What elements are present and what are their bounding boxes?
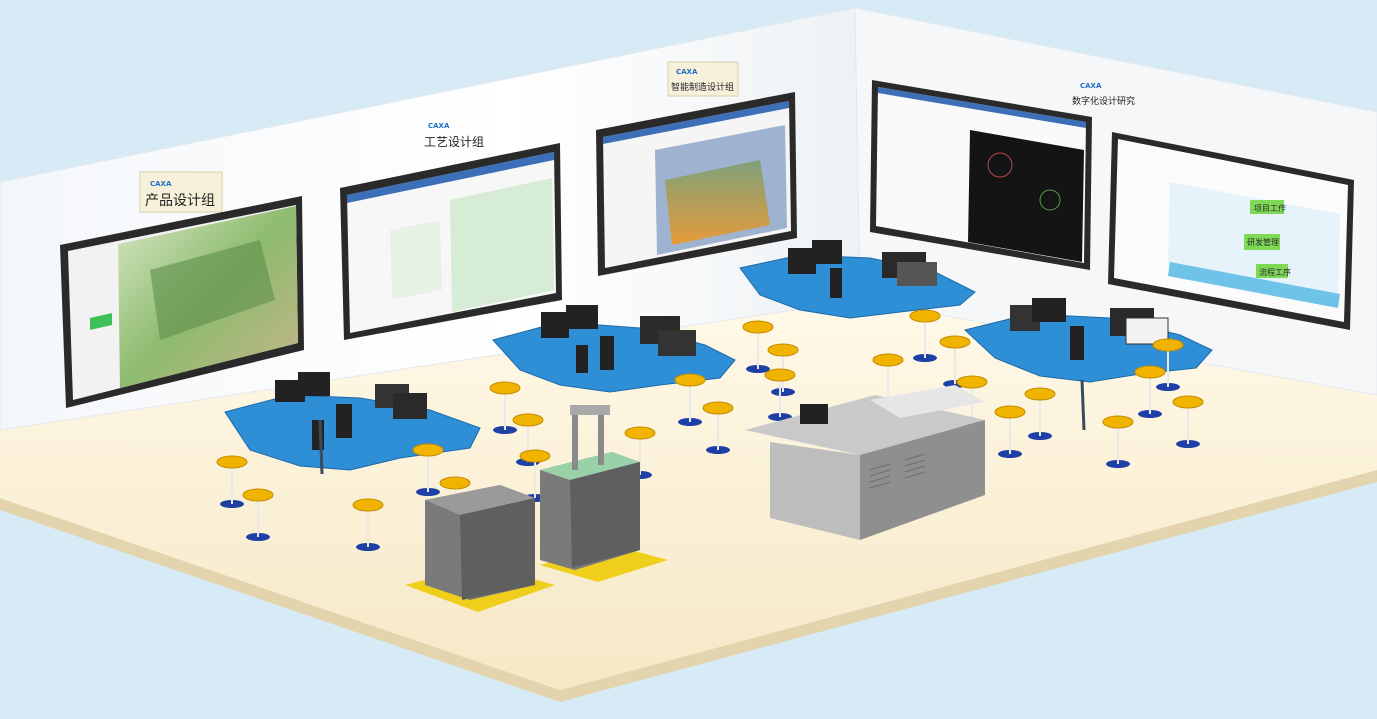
- svg-text:流程工序: 流程工序: [1259, 267, 1291, 277]
- stool-icon: [352, 498, 384, 551]
- monitor-icon: [393, 393, 427, 419]
- wall-screen-product: [60, 196, 304, 408]
- monitor-icon: [541, 312, 569, 338]
- stool-icon: [1152, 338, 1184, 391]
- svg-text:智能制造设计组: 智能制造设计组: [671, 81, 734, 93]
- monitor-icon: [275, 380, 305, 402]
- monitor-icon: [830, 268, 842, 298]
- stool-icon: [674, 373, 706, 426]
- svg-text:CAXA: CAXA: [428, 122, 450, 130]
- monitor-icon: [658, 330, 696, 356]
- stool-icon: [412, 443, 444, 496]
- stool-icon: [1102, 415, 1134, 468]
- svg-text:数字化设计研究: 数字化设计研究: [1072, 95, 1135, 107]
- sign-process-design: CAXA 工艺设计组: [424, 122, 484, 149]
- monitor-icon: [336, 404, 352, 438]
- workstation-cluster-d: [963, 298, 1213, 431]
- monitor-icon: [576, 345, 588, 373]
- stool-icon: [216, 455, 248, 508]
- wall-screen-tooling: [596, 92, 797, 276]
- svg-text:产品设计组: 产品设计组: [145, 193, 215, 209]
- machine-middle: [540, 405, 668, 582]
- sign-tooling-design: CAXA 智能制造设计组: [667, 61, 739, 97]
- svg-text:项目工作: 项目工作: [1254, 203, 1286, 213]
- svg-text:研发管理: 研发管理: [1247, 237, 1279, 247]
- stool-icon: [489, 381, 521, 434]
- stool-icon: [1024, 387, 1056, 440]
- wall-screen-digital: [870, 80, 1092, 270]
- svg-text:CAXA: CAXA: [676, 68, 698, 76]
- workflow-node-1: [1250, 200, 1284, 214]
- workflow-node-3: [1256, 264, 1288, 278]
- control-console: [745, 385, 985, 540]
- sign-product-design: CAXA 产品设计组: [139, 171, 223, 213]
- stool-icon: [702, 401, 734, 454]
- monitor-icon: [788, 248, 816, 274]
- stool-icon: [742, 320, 774, 373]
- workflow-node-2: [1244, 234, 1280, 250]
- workstation-cluster-c: [739, 240, 976, 319]
- svg-text:CAXA: CAXA: [1080, 82, 1102, 90]
- stool-icon: [994, 405, 1026, 458]
- monitor-icon: [897, 262, 937, 286]
- monitor-icon: [1032, 298, 1066, 322]
- monitor-icon: [800, 404, 828, 424]
- svg-text:工艺设计组: 工艺设计组: [424, 135, 484, 149]
- sign-digital-design: CAXA 数字化设计研究: [1072, 82, 1135, 107]
- machine-left: [405, 485, 555, 612]
- stool-icon: [764, 368, 796, 421]
- floor-edge: [0, 470, 1377, 702]
- stool-icon: [1134, 365, 1166, 418]
- monitor-icon: [1070, 326, 1084, 360]
- stool-icon: [909, 309, 941, 362]
- stools: [216, 309, 1204, 551]
- wall-screen-process: [340, 143, 562, 340]
- monitor-icon: [566, 305, 598, 329]
- monitor-icon: [600, 336, 614, 370]
- stool-icon: [1172, 395, 1204, 448]
- svg-text:CAXA: CAXA: [150, 180, 172, 188]
- monitor-icon: [812, 240, 842, 264]
- stool-icon: [242, 488, 274, 541]
- wall-screen-workflow: 项目工作 研发管理 流程工序: [1108, 132, 1354, 330]
- workstation-cluster-b: [492, 305, 736, 393]
